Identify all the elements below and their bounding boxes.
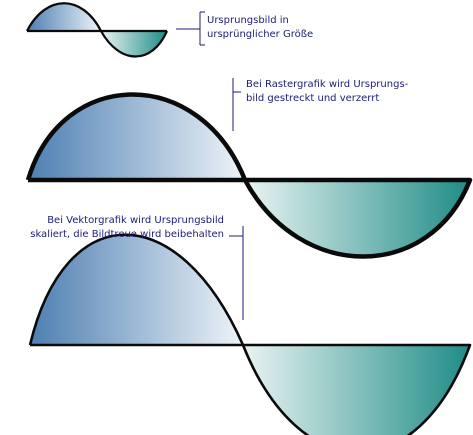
wave-raster-left-lobe xyxy=(28,94,245,180)
wave-original-outline xyxy=(26,2,169,58)
wave-raster-right-lobe xyxy=(245,180,470,257)
annotation-vector-line2: skaliert, die Bildtreue wird beibehalten xyxy=(30,229,224,240)
leader-vector xyxy=(229,226,244,320)
wave-raster-outline xyxy=(25,92,473,259)
wave-raster xyxy=(25,92,473,259)
wave-vector-left-lobe xyxy=(30,234,243,345)
wave-original xyxy=(26,2,169,58)
wave-vector xyxy=(28,233,472,435)
annotation-original-line1: Ursprungsbild in xyxy=(207,15,289,26)
wave-vector-outline xyxy=(28,233,472,435)
annotation-raster-line1: Bei Rastergrafik wird Ursprungs- xyxy=(246,79,409,90)
wave-original-left-lobe xyxy=(27,3,101,31)
annotation-original-line2: ursprünglicher Größe xyxy=(207,29,314,40)
annotation-raster: Bei Rastergrafik wird Ursprungs- bild ge… xyxy=(246,78,408,106)
wave-vector-right-lobe xyxy=(243,345,470,435)
annotation-original: Ursprungsbild in ursprünglicher Größe xyxy=(207,14,313,42)
annotation-raster-line2: bild gestreckt und verzerrt xyxy=(246,93,380,104)
annotation-vector-line1: Bei Vektorgrafik wird Ursprungsbild xyxy=(47,215,224,226)
annotation-vector: Bei Vektorgrafik wird Ursprungsbild skal… xyxy=(0,214,224,242)
leader-original xyxy=(176,11,205,46)
leader-raster xyxy=(232,78,241,131)
